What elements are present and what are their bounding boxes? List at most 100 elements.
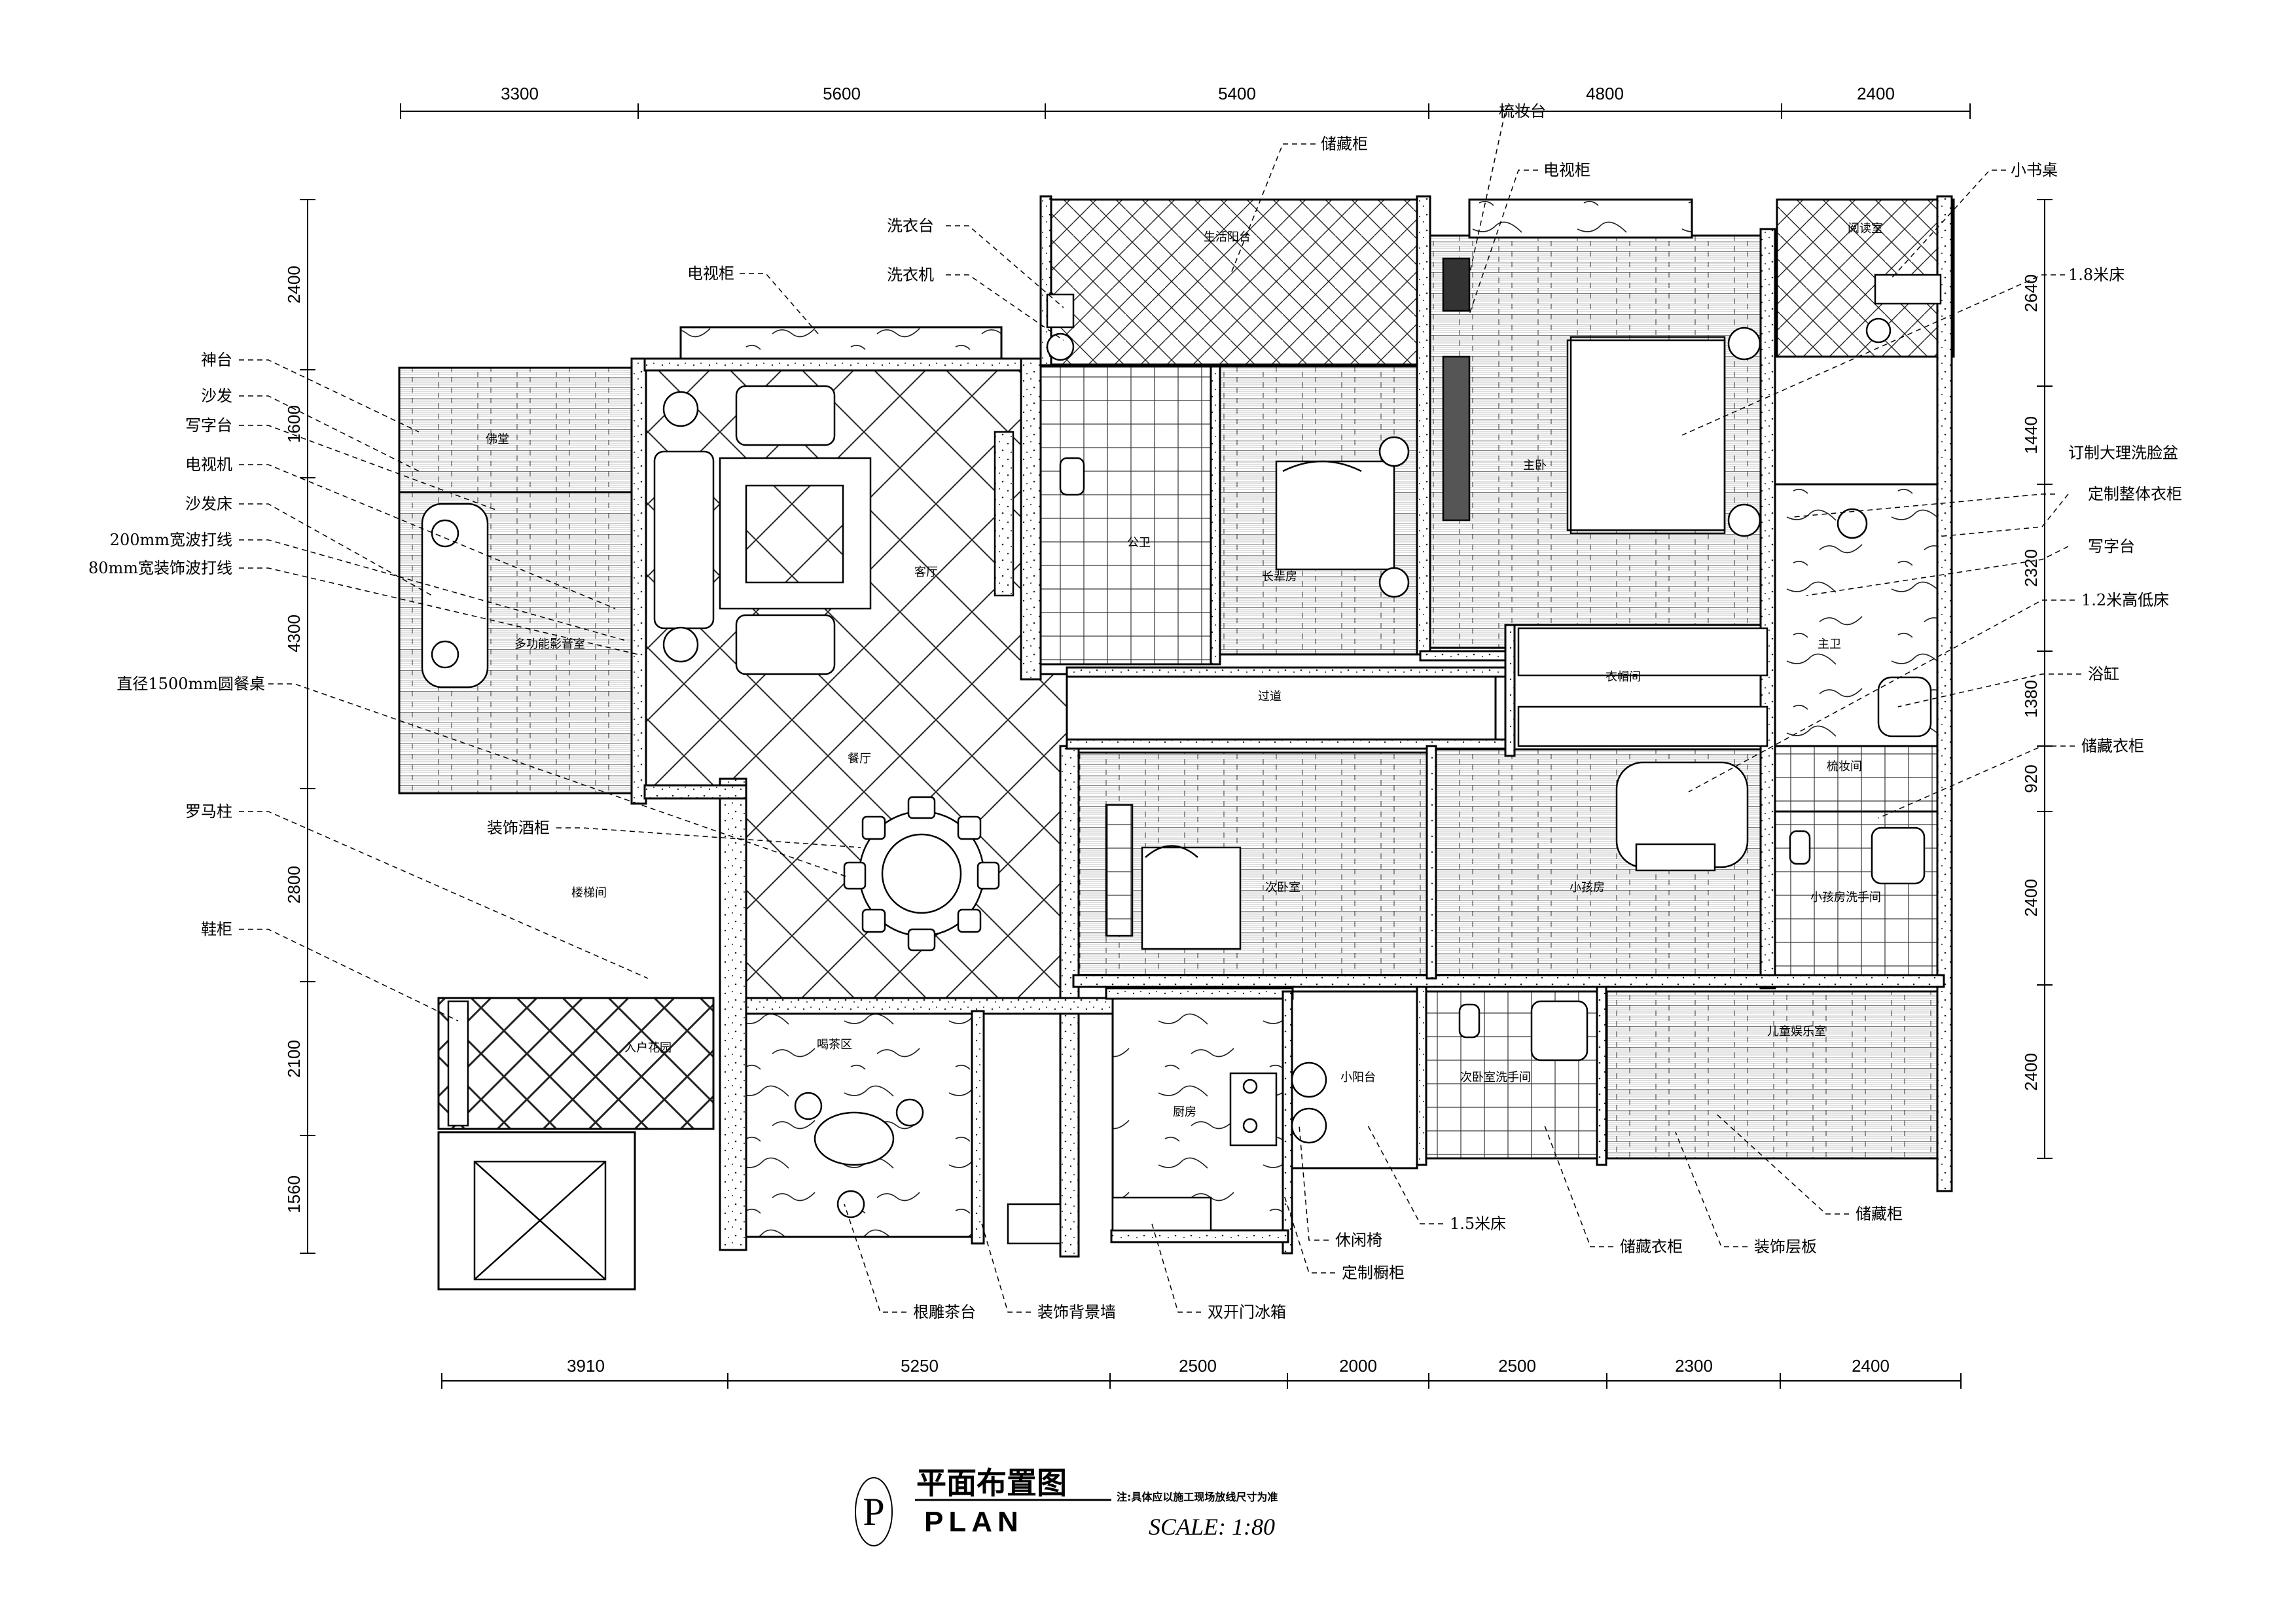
dim-left-2: 1600: [284, 405, 304, 443]
callouts-bottom: 根雕茶台 装饰背景墙 双开门冰箱 定制橱柜 休闲椅 1.5米床 储藏衣柜 装饰层…: [913, 1205, 1903, 1321]
label-foyer: 佛堂: [486, 433, 509, 446]
callout-laundry-sink: 洗衣台: [887, 217, 934, 235]
room-foyer: [398, 366, 646, 493]
title-symbol-circle: [855, 1477, 893, 1546]
callout-storage-wardrobe: 储藏衣柜: [2081, 737, 2144, 755]
callout-root-tea-table: 根雕茶台: [913, 1303, 976, 1321]
dim-bottom-4: 2000: [1339, 1356, 1377, 1376]
dim-bottom-3: 2500: [1179, 1356, 1217, 1376]
leisure-chair: [1291, 1061, 1327, 1098]
dim-right-2: 1440: [2021, 416, 2041, 454]
callout-shoe-cabinet: 鞋柜: [201, 920, 232, 938]
shoe-cabinet: [447, 1000, 469, 1127]
dim-right-4: 1380: [2021, 680, 2041, 718]
label-dining: 餐厅: [848, 752, 871, 766]
room-corridor: [1066, 673, 1497, 741]
callout-roman-column: 罗马柱: [185, 802, 232, 821]
callout-fridge: 双开门冰箱: [1208, 1303, 1286, 1321]
label-makeup: 梳妆间: [1827, 760, 1862, 774]
callout-wardrobe: 定制整体衣柜: [2088, 485, 2182, 503]
room-public-bath: [1036, 365, 1212, 666]
label-master-bath: 主卫: [1818, 637, 1841, 651]
callout-sofa-bed: 沙发床: [185, 495, 232, 513]
label-stair: 楼梯间: [571, 886, 607, 900]
dining-chairs: [843, 796, 1000, 952]
callout-bunk-bed: 1.2米高低床: [2081, 591, 2169, 609]
title-cn: 平面布置图: [916, 1465, 1067, 1501]
second-bed: [1141, 846, 1242, 950]
callouts-mid: 装饰酒柜: [487, 819, 550, 837]
label-living: 客厅: [914, 565, 938, 579]
callout-small-desk: 小书桌: [2011, 161, 2058, 179]
dim-bottom-1: 3910: [567, 1356, 605, 1376]
dim-left-6: 1560: [284, 1175, 304, 1213]
callout-sofa: 沙发: [201, 387, 232, 405]
tv-cabinet: [994, 431, 1014, 597]
dim-right-3: 2320: [2021, 549, 2041, 587]
callout-dresser: 梳妆台: [1499, 102, 1546, 120]
kitchen-counter: [1229, 1072, 1278, 1147]
label-reading: 阅读室: [1848, 222, 1883, 236]
callout-tv-cabinet-living: 电视柜: [687, 264, 734, 283]
callout-writing-desk: 写字台: [2088, 537, 2135, 556]
dim-top-3: 5400: [1218, 84, 1256, 103]
room-makeup: [1772, 745, 1952, 813]
label-kids-room: 小孩房: [1570, 881, 1605, 895]
dim-bottom-2: 5250: [901, 1356, 939, 1376]
label-corridor: 过道: [1258, 690, 1282, 704]
shower-box: [1530, 1000, 1588, 1061]
callout-bathtub: 浴缸: [2088, 665, 2119, 683]
label-small-balcony: 小阳台: [1340, 1071, 1376, 1084]
dim-left-1: 2400: [284, 266, 304, 304]
label-elder-room: 长辈房: [1262, 570, 1297, 584]
bottom-dimension-line: [441, 1373, 1962, 1389]
dim-right-6: 2400: [2021, 879, 2041, 917]
callout-leaders: [239, 111, 2081, 1313]
left-dimension-line: [300, 199, 315, 1254]
label-balcony-life: 生活阳台: [1204, 230, 1251, 244]
callout-basin: 订制大理洗脸盆: [2068, 444, 2178, 462]
dim-left-3: 4300: [284, 615, 304, 652]
callouts-top: 储藏柜 梳妆台 电视柜 洗衣台 洗衣机 电视柜: [687, 102, 1590, 284]
title-block: P 平面布置图 PLAN 注:具体应以施工现场放线尺寸为准 SCALE: 1:8…: [855, 1465, 1278, 1546]
callout-tv: 电视机: [185, 455, 232, 474]
label-tea: 喝茶区: [817, 1038, 852, 1052]
label-second-bath: 次卧室洗手间: [1460, 1071, 1531, 1084]
dim-bottom-5: 2500: [1498, 1356, 1536, 1376]
title-en: PLAN: [924, 1506, 1024, 1538]
label-kitchen: 厨房: [1173, 1105, 1196, 1119]
double-door-fridge: [1007, 1203, 1062, 1245]
title-note: 注:具体应以施工现场放线尺寸为准: [1117, 1491, 1278, 1503]
callout-desk: 写字台: [185, 416, 232, 435]
callout-round-table: 直径1500mm圆餐桌: [117, 675, 265, 693]
callout-trim-80: 80mm宽装饰波打线: [88, 559, 232, 577]
callout-shrine: 神台: [201, 351, 232, 369]
callouts-right: 小书桌 1.8米床 订制大理洗脸盆 定制整体衣柜 写字台 1.2米高低床 浴缸 …: [2011, 161, 2182, 755]
label-kids-bath: 小孩房洗手间: [1810, 891, 1881, 904]
dim-right-1: 2640: [2021, 274, 2041, 312]
label-master-bed: 主卧: [1523, 459, 1547, 473]
callout-feature-wall: 装饰背景墙: [1037, 1303, 1116, 1321]
small-desk: [1874, 274, 1942, 305]
dim-bottom-7: 2400: [1852, 1356, 1890, 1376]
callouts-left: 神台 沙发 写字台 电视机 沙发床 200mm宽波打线 80mm宽装饰波打线 直…: [88, 351, 265, 938]
sofa-bed: [421, 503, 489, 688]
bathtub: [1877, 676, 1932, 738]
furniture: [421, 257, 1942, 1281]
callout-trim-200: 200mm宽波打线: [110, 531, 232, 549]
sofa-set: [653, 450, 715, 630]
callout-storage-top: 储藏柜: [1321, 135, 1368, 153]
wardrobe: [1517, 627, 1768, 677]
label-entry-garden: 入户花园: [624, 1041, 672, 1055]
callout-cupboard: 定制橱柜: [1342, 1264, 1405, 1282]
master-bed: [1566, 339, 1726, 531]
label-family-room: 儿童娱乐室: [1767, 1025, 1826, 1039]
room-balcony-life: [1039, 198, 1428, 366]
title-scale: SCALE: 1:80: [1149, 1514, 1275, 1540]
callout-wine-cabinet: 装饰酒柜: [487, 819, 550, 837]
dim-right-5: 920: [2021, 764, 2041, 793]
right-dimension-line: [2037, 199, 2053, 1159]
room-entry: [437, 997, 715, 1130]
callout-leisure-chair: 休闲椅: [1335, 1231, 1382, 1249]
dim-top-2: 5600: [823, 84, 861, 103]
